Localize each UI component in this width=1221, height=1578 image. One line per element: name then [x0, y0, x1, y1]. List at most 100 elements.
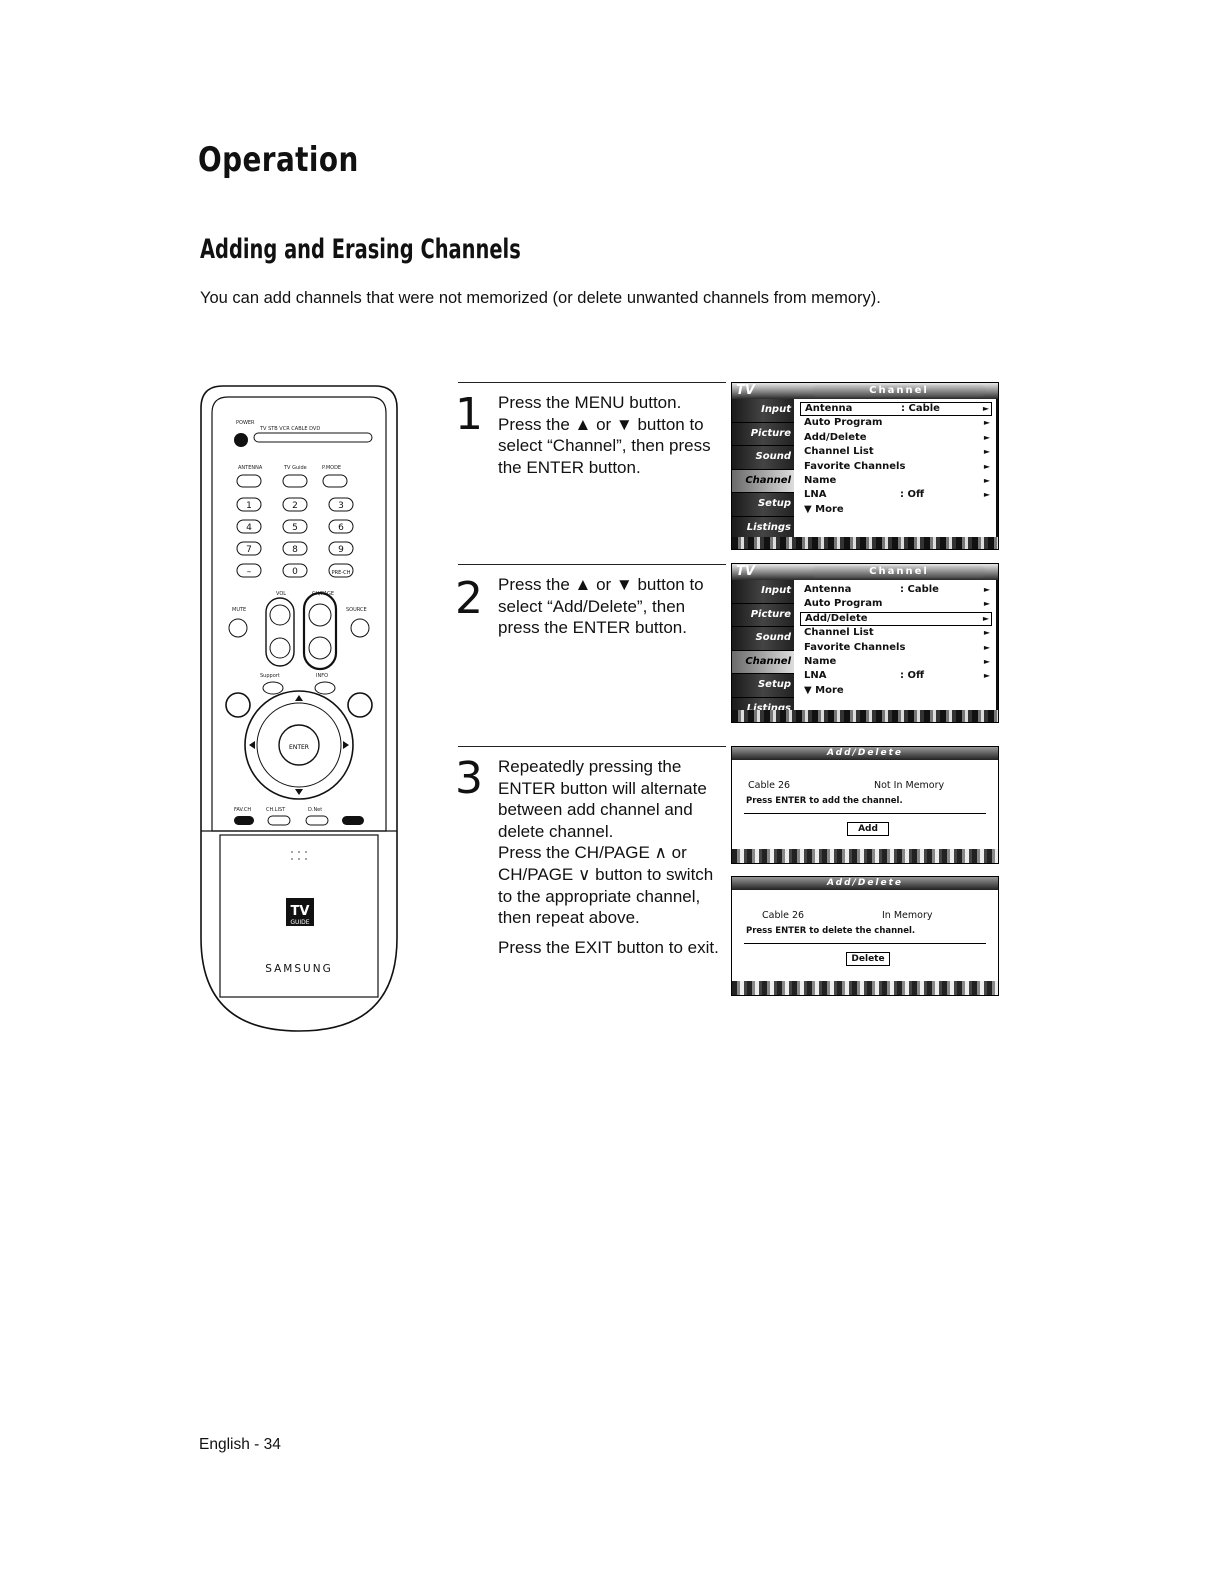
arrow-right-icon: ►	[983, 628, 990, 638]
intro-text: You can add channels that were not memor…	[200, 289, 881, 307]
delete-button[interactable]: Delete	[846, 952, 890, 966]
osd-item-label: Antenna	[805, 403, 853, 414]
enter-button	[278, 724, 320, 766]
step-3-rule	[458, 746, 726, 747]
osd-item-label: Antenna	[804, 584, 852, 595]
osd-item-value: : Cable	[900, 584, 939, 595]
number-key-label: 5	[292, 523, 298, 533]
osd-menu-item[interactable]: LNA: Off►	[800, 669, 992, 683]
support-button	[262, 681, 284, 695]
ch-rocker	[302, 591, 338, 671]
svg-text:TV: TV	[291, 904, 310, 919]
osd-item-value: : Cable	[901, 403, 940, 414]
chlist-button	[267, 815, 291, 826]
dialog-title: Add/Delete	[732, 747, 998, 760]
osd-sidebar-item[interactable]: Sound	[732, 627, 794, 651]
osd-menu-item[interactable]: Favorite Channels►	[800, 641, 992, 655]
osd-sidebar-item[interactable]: Setup	[732, 674, 794, 698]
number-key	[282, 541, 308, 556]
osd-item-label: Channel List	[804, 627, 874, 639]
osd-menu-item[interactable]: Favorite Channels►	[800, 460, 992, 474]
osd-item-label: Add/Delete	[805, 612, 868, 624]
osd-menu-item[interactable]: Add/Delete►	[800, 431, 992, 445]
osd-item-label: Auto Program	[804, 417, 883, 429]
page-footer: English - 34	[199, 1436, 281, 1453]
step-3-number: 3	[455, 753, 483, 804]
exit-button	[347, 692, 373, 718]
osd-sidebar-item[interactable]: Channel	[732, 650, 794, 674]
arrow-right-icon: ►	[983, 671, 990, 681]
remote-mute-label: MUTE	[232, 607, 246, 613]
number-key	[328, 519, 354, 534]
osd-sidebar-item[interactable]: Input	[732, 580, 794, 604]
remote-modes-label: TV STB VCR CABLE DVD	[259, 426, 320, 432]
number-key-label: 4	[246, 523, 252, 533]
osd-menu-item[interactable]: Channel List►	[800, 445, 992, 459]
add-button[interactable]: Add	[847, 822, 889, 836]
osd-menu-title: Channel	[812, 385, 986, 397]
chapter-title: Operation	[198, 140, 359, 180]
number-key	[236, 497, 262, 512]
arrow-right-icon: ►	[982, 613, 989, 623]
osd-menu-item[interactable]: Channel List ►	[800, 626, 992, 640]
arrow-right-icon: ►	[983, 490, 990, 500]
dialog-status: In Memory	[882, 910, 933, 921]
step-1-number: 1	[455, 389, 483, 440]
osd-sidebar-item[interactable]: Picture	[732, 603, 794, 627]
number-key	[328, 563, 354, 578]
osd-menu-item[interactable]: Auto Program ►	[800, 416, 992, 430]
number-key	[282, 519, 308, 534]
osd-menu-item[interactable]: ▼ More	[800, 503, 992, 517]
remote-control-illustration: POWER TV STB VCR CABLE DVD ANTENNA TV Gu…	[200, 385, 398, 1032]
arrow-right-icon: ►	[982, 404, 989, 413]
arrow-right-icon: ►	[983, 447, 990, 457]
mute-button	[228, 618, 248, 638]
dialog-channel: Cable 26	[762, 910, 805, 921]
dialog-hint: Press ENTER to add the channel.	[746, 796, 903, 806]
antenna-button	[236, 474, 262, 488]
osd-menu-panel: Antenna: Cable►Auto Program►Add/Delete►C…	[794, 580, 996, 710]
dnet-button	[305, 815, 329, 826]
osd-menu-item[interactable]: Auto Program►	[800, 597, 992, 611]
step-2-number: 2	[455, 573, 483, 624]
step-1-text: Press the MENU button.Press the ▲ or ▼ b…	[498, 393, 711, 477]
tvguide-logo	[286, 898, 314, 926]
osd-menu-item[interactable]: Antenna : Cable ►	[800, 402, 992, 417]
record-button	[342, 816, 364, 825]
osd-menu-item[interactable]: LNA: Off►	[800, 488, 992, 502]
osd-sidebar-item[interactable]: Input	[732, 399, 794, 423]
arrow-right-icon: ►	[983, 599, 990, 609]
info-button	[314, 681, 336, 695]
number-key	[236, 519, 262, 534]
osd-menu-item[interactable]: Antenna : Cable ►	[800, 583, 992, 597]
number-key	[236, 541, 262, 556]
osd-sidebar-item[interactable]: Setup	[732, 493, 794, 517]
osd-sidebar-item[interactable]: Channel	[732, 469, 794, 493]
step-2-text: Press the ▲ or ▼ button to select “Add/D…	[498, 575, 704, 638]
number-key-label: 0	[292, 567, 298, 577]
delete-dialog-screen: Add/Delete Cable 26 In Memory Press ENTE…	[731, 876, 999, 996]
number-key-label: 7	[246, 545, 252, 555]
osd-menu-item[interactable]: Name►	[800, 474, 992, 488]
step-2-rule	[458, 564, 726, 565]
number-key-label: PRE-CH	[332, 570, 351, 576]
osd-item-label: ▼ More	[804, 503, 844, 515]
osd-sidebar-item[interactable]: Picture	[732, 422, 794, 446]
step-3-text: Repeatedly pressing the ENTER button wil…	[498, 757, 719, 957]
number-key-label: 2	[292, 501, 298, 511]
osd-sidebar-item[interactable]: Sound	[732, 446, 794, 470]
number-key	[236, 563, 262, 578]
arrow-right-icon: ►	[983, 585, 990, 594]
osd-menu-item[interactable]: Name►	[800, 655, 992, 669]
remote-tvguide-label: TV Guide	[283, 465, 307, 471]
remote-info-label: INFO	[316, 673, 328, 679]
arrow-right-icon: ►	[983, 418, 990, 428]
osd-menu-item[interactable]: Add/Delete ►	[800, 611, 992, 627]
osd-item-label: ▼ More	[804, 684, 844, 696]
osd-menu-item[interactable]: ▼ More	[800, 684, 992, 698]
svg-text:GUIDE: GUIDE	[290, 919, 309, 926]
osd-item-label: LNA	[804, 670, 827, 682]
number-key-label: 6	[338, 523, 344, 533]
